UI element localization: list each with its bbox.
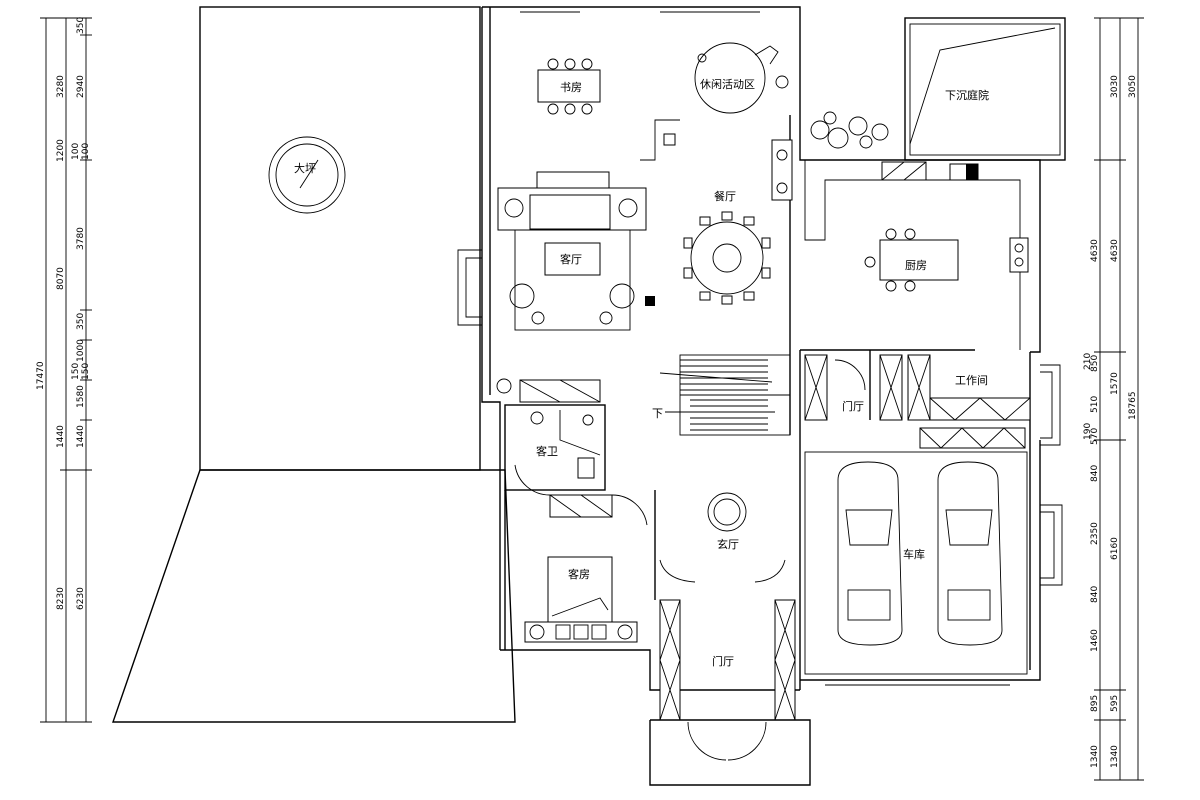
dim-left-12: 1440: [56, 425, 66, 448]
sunken-garden: 下沉庭院: [904, 17, 1066, 161]
laundry-room: 工作间 门厅: [800, 349, 1031, 449]
dim-right-9: 895: [1090, 695, 1100, 712]
dim-right-4: 570: [1090, 428, 1100, 445]
dining-furniture: 餐厅: [683, 189, 771, 305]
dim-right-2: 850: [1090, 355, 1100, 372]
dim-right-8: 1460: [1090, 629, 1100, 652]
dim-left-14: 6230: [76, 587, 86, 610]
dim-left-1: 3280: [56, 75, 66, 98]
dining-label: 餐厅: [714, 189, 736, 203]
dim-right-mid-6: 595: [1110, 695, 1120, 712]
dim-left-0: 350: [76, 17, 86, 34]
garage: 车库: [804, 451, 1028, 675]
stair-down-label: 下: [652, 407, 663, 420]
dim-left-9: 150: [71, 363, 81, 380]
dim-right-1: 4630: [1090, 239, 1100, 262]
dim-left-mid-1: 8230: [56, 587, 66, 610]
dim-right-mid-4: 1570: [1110, 372, 1120, 395]
dim-right-7: 840: [1090, 586, 1100, 603]
foyer-label: 玄厅: [717, 537, 739, 551]
dim-left-4: 100: [71, 143, 81, 160]
entry-lobby-label: 门厅: [842, 399, 864, 413]
leisure-label: 休闲活动区: [700, 77, 755, 91]
kitchen-furniture: 厨房: [804, 160, 1029, 350]
dim-right-mid-1: 4630: [1110, 239, 1120, 262]
left-dimensions: 17470 8070 8230 350 3280 2940 1200 100 1…: [36, 17, 92, 723]
staircase: 下: [652, 354, 791, 436]
dim-right-mid-5: 6160: [1110, 537, 1120, 560]
partition-step: [640, 119, 680, 161]
living-label: 客厅: [560, 252, 582, 266]
dim-left-2: 2940: [76, 75, 86, 98]
dim-left-6: 3780: [76, 227, 86, 250]
guest-bedroom: 客房: [504, 490, 648, 650]
dim-right-5: 840: [1090, 465, 1100, 482]
car-left: [837, 461, 903, 646]
dim-left-13: 1440: [76, 425, 86, 448]
dim-right-0: 3050: [1128, 75, 1138, 98]
right-dimensions: 18765 3030 4630 210 190 1570 6160 595 13…: [1083, 17, 1144, 781]
dim-right-mid-0: 3030: [1110, 75, 1120, 98]
dim-left-8: 1000: [76, 339, 86, 362]
dim-total-left: 17470: [36, 361, 46, 390]
guest-bath-label: 客卫: [536, 444, 558, 458]
dim-right-10: 1340: [1090, 745, 1100, 768]
dim-right-6: 2350: [1090, 522, 1100, 545]
guest-bath: 客卫: [504, 379, 606, 496]
small-cabinet: [663, 133, 676, 146]
dim-left-7: 350: [76, 313, 86, 330]
dim-total-right: 18765: [1128, 391, 1138, 420]
dim-left-5: 100: [81, 143, 91, 160]
lawn-label: 大坪: [294, 161, 316, 175]
leisure-furniture: 休闲活动区: [694, 42, 789, 114]
study-furniture: 书房: [537, 58, 601, 115]
plant-icon: [496, 378, 512, 394]
dim-right-3: 510: [1090, 396, 1100, 413]
guest-bedroom-label: 客房: [568, 567, 590, 581]
dim-right-mid-7: 1340: [1110, 745, 1120, 768]
outer-walls: [457, 6, 1063, 691]
entrance-label: 门厅: [712, 654, 734, 668]
dim-right-mid-3: 190: [1083, 423, 1093, 440]
garage-label: 车库: [903, 547, 925, 561]
laundry-label: 工作间: [955, 374, 988, 387]
study-label: 书房: [560, 81, 582, 94]
living-furniture: 客厅: [497, 171, 655, 331]
foyer: 玄厅: [654, 490, 786, 600]
plant-cluster: [810, 111, 889, 149]
entrance: 门厅: [649, 599, 811, 786]
column: [771, 139, 793, 201]
dim-right-mid-2: 210: [1083, 353, 1093, 370]
dim-left-11: 1580: [76, 385, 86, 408]
sunken-garden-label: 下沉庭院: [945, 88, 989, 102]
dim-left-3: 1200: [56, 139, 66, 162]
kitchen-label: 厨房: [905, 259, 927, 272]
dim-left-mid-0: 8070: [56, 267, 66, 290]
car-right: [937, 461, 1003, 646]
lawn-area: 大坪: [112, 6, 516, 723]
dim-left-10: 150: [81, 363, 91, 380]
